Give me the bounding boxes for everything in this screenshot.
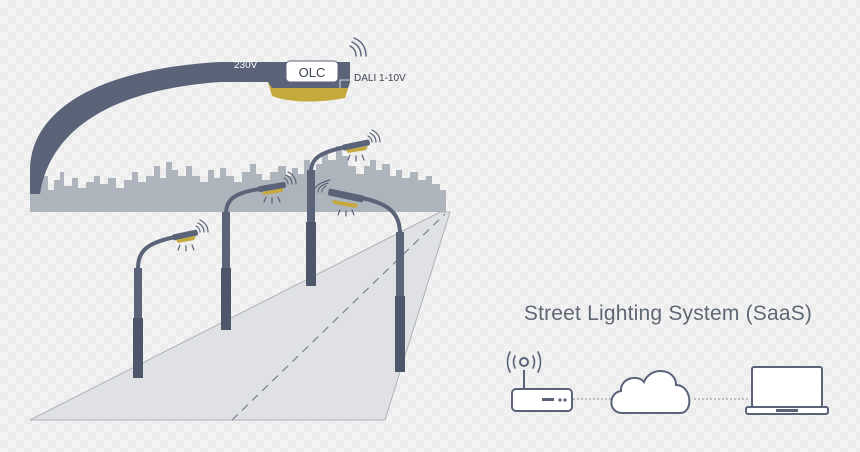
- voltage-label: 230V: [234, 60, 258, 71]
- street-lamp-1: [133, 219, 209, 378]
- road: [29, 211, 451, 421]
- olc-box: [285, 60, 339, 83]
- city-skyline: [30, 146, 446, 212]
- system-title: Street Lighting System (SaaS): [523, 302, 813, 325]
- olc-label: OLC: [299, 65, 326, 80]
- street-lamp-3: [306, 129, 381, 286]
- dali-connector-line: [339, 79, 350, 88]
- wireless-signal-icon: [349, 37, 367, 57]
- cloud-icon: [610, 370, 691, 414]
- dali-label: DALI 1-10V: [354, 73, 406, 84]
- laptop-icon: [745, 366, 829, 415]
- router-icon: [506, 351, 573, 412]
- street-lamp-4: [313, 179, 405, 372]
- street-lamp-2: [221, 171, 297, 330]
